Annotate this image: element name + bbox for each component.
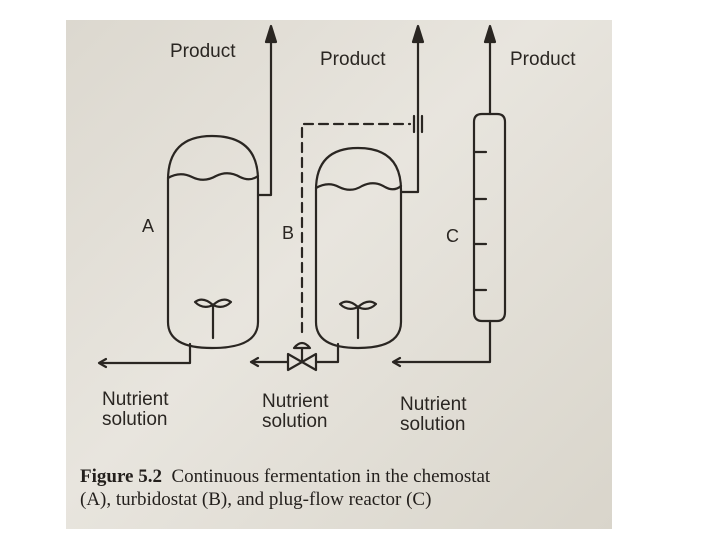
reactor-c-nutrient-inlet bbox=[394, 319, 492, 364]
reactor-a-nutrient-inlet bbox=[100, 342, 192, 365]
reactor-c-nutrient-arrow bbox=[391, 356, 402, 368]
reactor-c-sample-ports bbox=[472, 150, 488, 292]
reactor-b-nutrient-label: Nutrient solution bbox=[262, 392, 329, 432]
nutrient-label-line1: Nutrient bbox=[102, 389, 169, 410]
figure-caption: Figure 5.2 Continuous fermentation in th… bbox=[80, 465, 610, 511]
nutrient-label-line2: solution bbox=[400, 414, 466, 435]
reactor-a-liquid-level bbox=[166, 172, 260, 181]
figure-number: Figure 5.2 bbox=[80, 466, 162, 487]
reactor-a-impeller bbox=[193, 298, 233, 309]
reactor-a-nutrient-arrow bbox=[97, 357, 108, 369]
reactor-a-product-outlet bbox=[256, 26, 273, 197]
nutrient-label-line2: solution bbox=[102, 409, 168, 430]
fermentation-diagram bbox=[97, 24, 507, 372]
nutrient-label-line1: Nutrient bbox=[262, 391, 329, 412]
nutrient-label-line1: Nutrient bbox=[400, 394, 467, 415]
reactor-b-liquid-level bbox=[314, 182, 403, 191]
caption-line1: Continuous fermentation in the chemostat bbox=[171, 466, 491, 487]
reactor-a-letter: A bbox=[142, 216, 155, 236]
reactor-c-product-arrow bbox=[483, 24, 497, 44]
nutrient-label-line2: solution bbox=[262, 411, 328, 432]
reactor-b-nutrient-inlet bbox=[252, 342, 340, 364]
reactor-b-valve-actuator bbox=[292, 341, 312, 364]
reactor-c-column bbox=[472, 112, 507, 323]
reactor-b-product-arrow bbox=[411, 24, 425, 44]
reactor-b-vessel bbox=[314, 146, 403, 350]
reactor-c-letter: C bbox=[446, 226, 459, 246]
reactor-a-product-arrow bbox=[264, 24, 278, 44]
reactor-b-sensor bbox=[412, 114, 424, 134]
reactor-b-control-line bbox=[300, 122, 412, 334]
reactor-c-product-label: Product bbox=[510, 49, 576, 70]
figure-photo: Product Product Product A B C Nutrient s… bbox=[66, 20, 612, 529]
reactor-b-impeller bbox=[338, 300, 378, 311]
caption-line2: (A), turbidostat (B), and plug-flow reac… bbox=[80, 489, 432, 510]
reactor-b-product-label: Product bbox=[320, 49, 386, 70]
reactor-c-nutrient-label: Nutrient solution bbox=[400, 395, 467, 435]
reactor-b-letter: B bbox=[282, 223, 295, 243]
reactor-a-product-label: Product bbox=[170, 41, 236, 62]
reactor-b-product-outlet bbox=[399, 26, 420, 194]
reactor-b-nutrient-arrow bbox=[249, 356, 260, 368]
reactor-a-nutrient-label: Nutrient solution bbox=[102, 390, 169, 430]
